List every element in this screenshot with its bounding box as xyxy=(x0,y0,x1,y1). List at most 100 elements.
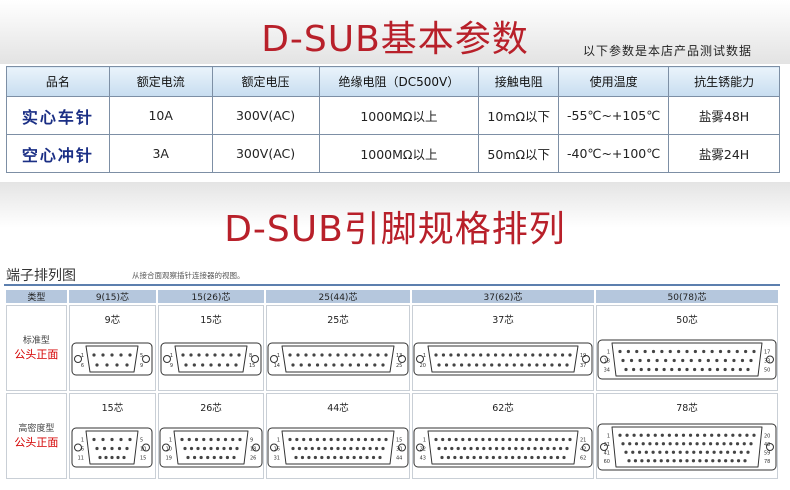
pin xyxy=(543,455,547,459)
pin xyxy=(295,437,299,441)
pin xyxy=(702,349,706,353)
pin-number-label: 14 xyxy=(274,363,280,369)
pin-number-label: 1 xyxy=(169,437,172,443)
pin-number-label: 10 xyxy=(166,446,172,452)
pin xyxy=(665,450,669,454)
pin xyxy=(456,353,460,357)
pin xyxy=(452,363,456,367)
pin xyxy=(209,437,213,441)
pin xyxy=(647,367,651,371)
pin-number-label: 1 xyxy=(423,353,426,359)
pin xyxy=(689,358,693,362)
pin xyxy=(706,358,710,362)
pin xyxy=(639,433,643,437)
pin xyxy=(464,353,468,357)
pin-number-label: 1 xyxy=(277,353,280,359)
connector-label: 44芯 xyxy=(327,403,349,414)
pin xyxy=(685,459,689,463)
pin xyxy=(183,446,187,450)
pin xyxy=(675,442,679,446)
pin xyxy=(661,442,666,446)
pin-number-label: 1 xyxy=(423,437,426,443)
pin xyxy=(632,367,636,371)
mount-hole xyxy=(415,443,424,451)
pin xyxy=(516,353,520,357)
mount-hole xyxy=(142,355,151,363)
pin xyxy=(520,446,524,450)
mount-hole xyxy=(250,355,259,363)
pin xyxy=(434,353,438,357)
pin xyxy=(685,367,689,371)
pin xyxy=(441,353,446,357)
pin-number-label: 59 xyxy=(764,450,770,456)
pin xyxy=(664,358,668,362)
pin xyxy=(235,446,239,450)
connector-label: 78芯 xyxy=(676,403,698,414)
pin xyxy=(561,437,565,441)
pin-number-label: 6 xyxy=(81,446,84,452)
pin xyxy=(381,363,385,367)
connector-label: 25芯 xyxy=(327,315,349,326)
pin xyxy=(320,353,324,357)
pin xyxy=(533,446,537,450)
pin xyxy=(487,437,492,441)
row-product-name: 空心冲针 xyxy=(6,134,110,173)
pin xyxy=(527,363,531,367)
mount-hole xyxy=(269,443,278,451)
connector-label: 37芯 xyxy=(492,315,514,326)
pin-number-label: 26 xyxy=(250,455,256,461)
pin xyxy=(646,358,651,362)
pin xyxy=(501,446,505,450)
pin-number-label: 18 xyxy=(250,446,256,452)
pin-number-label: 18 xyxy=(604,358,610,364)
pin xyxy=(715,358,719,362)
pin xyxy=(685,349,689,353)
pin xyxy=(376,353,380,357)
pin xyxy=(517,455,521,459)
pin xyxy=(360,353,364,357)
pin xyxy=(677,349,681,353)
pin xyxy=(565,363,569,367)
pin xyxy=(98,455,103,459)
pin xyxy=(348,363,352,367)
pin xyxy=(115,363,120,367)
pin xyxy=(350,437,354,441)
pin xyxy=(209,446,213,450)
pin xyxy=(355,446,359,450)
pin xyxy=(729,442,733,446)
pin xyxy=(302,437,306,441)
pin xyxy=(549,455,553,459)
pin xyxy=(641,442,645,446)
pin xyxy=(217,363,221,367)
pin-number-label: 20 xyxy=(764,433,770,439)
pin xyxy=(554,437,559,441)
pin xyxy=(749,442,753,446)
pin xyxy=(189,353,193,357)
pin xyxy=(668,349,672,353)
pin xyxy=(629,358,634,362)
pin xyxy=(307,455,311,459)
pin xyxy=(724,459,728,463)
pin xyxy=(711,459,715,463)
pin-number-label: 17 xyxy=(764,349,770,355)
pin xyxy=(181,353,185,357)
pin xyxy=(326,455,330,459)
connector-face xyxy=(611,426,763,468)
table-cell: 300V(AC) xyxy=(211,134,320,173)
col-25-44: 25(44)芯 xyxy=(265,290,410,303)
pin xyxy=(482,363,486,367)
pin xyxy=(655,442,659,446)
pin xyxy=(555,455,560,459)
pin xyxy=(186,455,190,459)
pin xyxy=(672,459,676,463)
pin-number-label: 78 xyxy=(764,459,770,465)
pin xyxy=(434,437,438,441)
pin xyxy=(624,367,628,371)
pin xyxy=(237,353,241,357)
pin xyxy=(342,446,347,450)
